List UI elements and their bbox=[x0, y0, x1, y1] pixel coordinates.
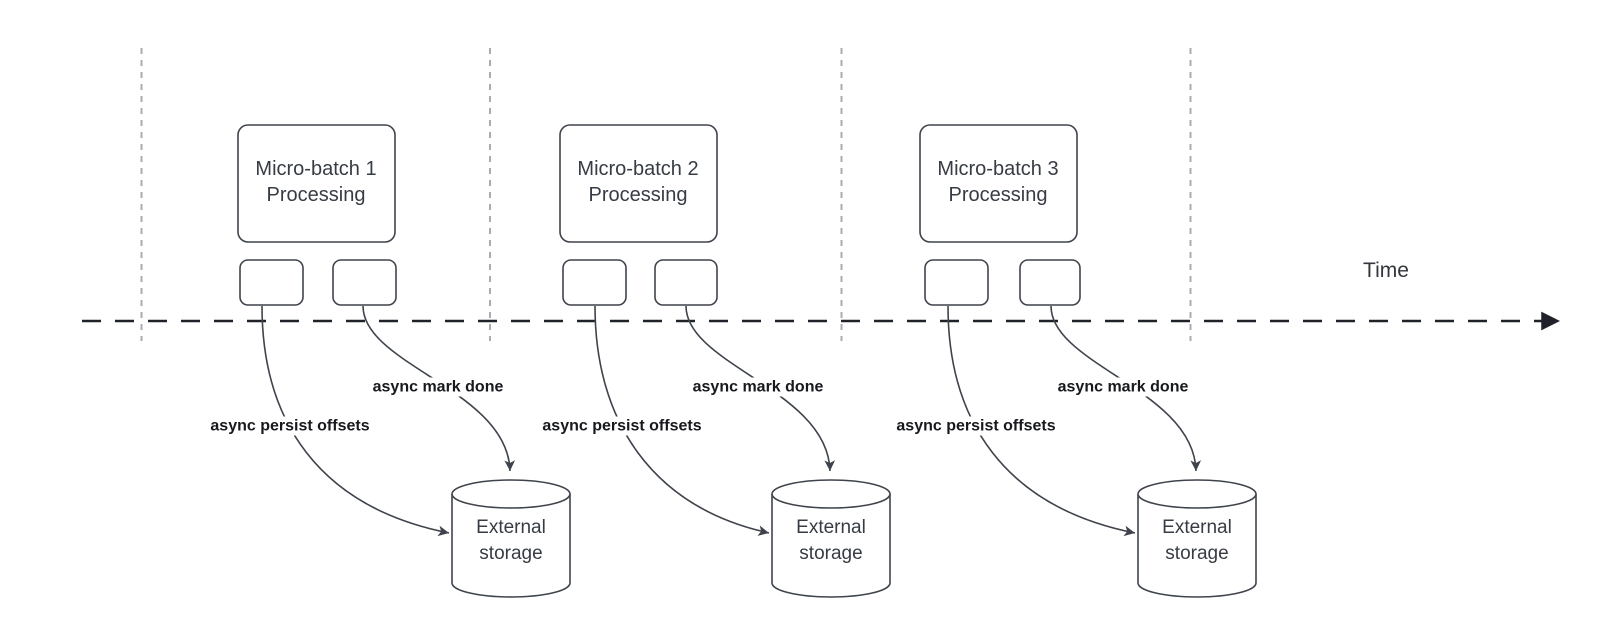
storage-cylinder-body-2 bbox=[771, 494, 891, 598]
storage-cylinder-body-1 bbox=[451, 494, 571, 598]
task-box-2a bbox=[562, 259, 627, 306]
storage-cylinder-top-3 bbox=[1137, 479, 1257, 509]
storage-cylinder-1 bbox=[451, 479, 571, 598]
task-box-3b bbox=[1019, 259, 1081, 306]
microbatch-label-2-line1: Micro-batch 2 bbox=[577, 158, 699, 180]
microbatch-label-2: Micro-batch 2 Processing bbox=[577, 156, 698, 208]
persist-offsets-label-3: async persist offsets bbox=[893, 416, 1059, 436]
microbatch-label-1-line1: Micro-batch 1 bbox=[255, 158, 377, 180]
microbatch-label-2-line2: Processing bbox=[588, 184, 688, 206]
time-label: Time bbox=[1363, 259, 1409, 282]
storage-label-2-line2: storage bbox=[799, 543, 863, 564]
storage-cylinder-top-2 bbox=[771, 479, 891, 509]
task-box-2b bbox=[654, 259, 718, 306]
storage-label-1-line1: External bbox=[476, 517, 546, 538]
microbatch-label-1: Micro-batch 1 Processing bbox=[255, 156, 376, 208]
persist-offsets-arrow-1 bbox=[261, 305, 450, 537]
microbatch-label-3-line2: Processing bbox=[948, 184, 1048, 206]
task-box-3a bbox=[924, 259, 989, 306]
storage-label-1-line2: storage bbox=[479, 543, 543, 564]
storage-label-3-line1: External bbox=[1162, 517, 1232, 538]
mark-done-label-2: async mark done bbox=[689, 377, 827, 397]
storage-cylinder-top-1 bbox=[451, 479, 571, 509]
storage-cylinder-3 bbox=[1137, 479, 1257, 598]
persist-offsets-arrow-2 bbox=[594, 305, 770, 536]
storage-label-1: External storage bbox=[476, 515, 546, 567]
task-box-1a bbox=[239, 259, 304, 306]
persist-offsets-label-2: async persist offsets bbox=[539, 416, 705, 436]
microbatch-box-3 bbox=[919, 124, 1078, 243]
storage-label-2: External storage bbox=[796, 515, 866, 567]
storage-cylinder-2 bbox=[771, 479, 891, 598]
microbatch-label-3: Micro-batch 3 Processing bbox=[937, 156, 1058, 208]
storage-cylinder-body-3 bbox=[1137, 494, 1257, 598]
microbatch-box-1 bbox=[237, 124, 396, 243]
storage-label-3: External storage bbox=[1162, 515, 1232, 567]
microbatch-box-2 bbox=[559, 124, 718, 243]
persist-offsets-arrow-3 bbox=[947, 305, 1136, 537]
persist-offsets-label-1: async persist offsets bbox=[207, 416, 373, 436]
mark-done-label-3: async mark done bbox=[1054, 377, 1192, 397]
task-box-1b bbox=[332, 259, 397, 306]
mark-done-label-1: async mark done bbox=[369, 377, 507, 397]
microbatch-label-3-line1: Micro-batch 3 bbox=[937, 158, 1059, 180]
storage-label-3-line2: storage bbox=[1165, 543, 1229, 564]
storage-label-2-line1: External bbox=[796, 517, 866, 538]
microbatch-label-1-line2: Processing bbox=[266, 184, 366, 206]
